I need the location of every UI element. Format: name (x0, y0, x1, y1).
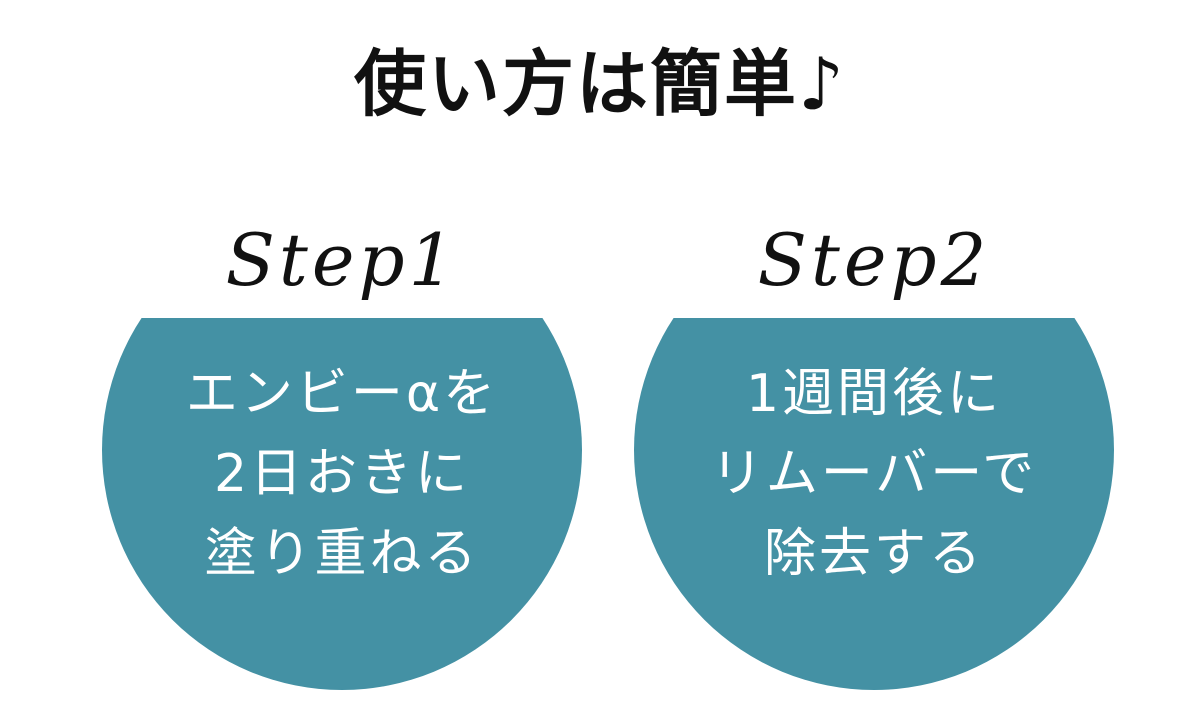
step-1-line-1: エンビーαを (185, 364, 499, 424)
step-card-2: Step2 1週間後に リムーバーで 除去する (634, 212, 1114, 692)
step-circle-shape-2 (634, 318, 1114, 690)
step-2-line-1: 1週間後に (745, 364, 1003, 424)
step-2-line-3: 除去する (763, 524, 984, 584)
step-circle-2: 1週間後に リムーバーで 除去する (634, 318, 1114, 690)
step-2-line-2: リムーバーで (710, 444, 1038, 504)
step-label-1: Step1 (225, 218, 459, 302)
step-circle-shape-1 (102, 318, 582, 690)
step-card-1: Step1 エンビーαを 2日おきに 塗り重ねる (102, 212, 582, 692)
step-description-2: 1週間後に リムーバーで 除去する (634, 354, 1114, 594)
step-label-2: Step2 (757, 218, 991, 302)
step-circle-1: エンビーαを 2日おきに 塗り重ねる (102, 318, 582, 690)
page-title: 使い方は簡単♪ (354, 42, 846, 126)
step-1-line-2: 2日おきに (213, 444, 471, 504)
step-description-1: エンビーαを 2日おきに 塗り重ねる (102, 354, 582, 594)
step-1-line-3: 塗り重ねる (204, 524, 480, 584)
